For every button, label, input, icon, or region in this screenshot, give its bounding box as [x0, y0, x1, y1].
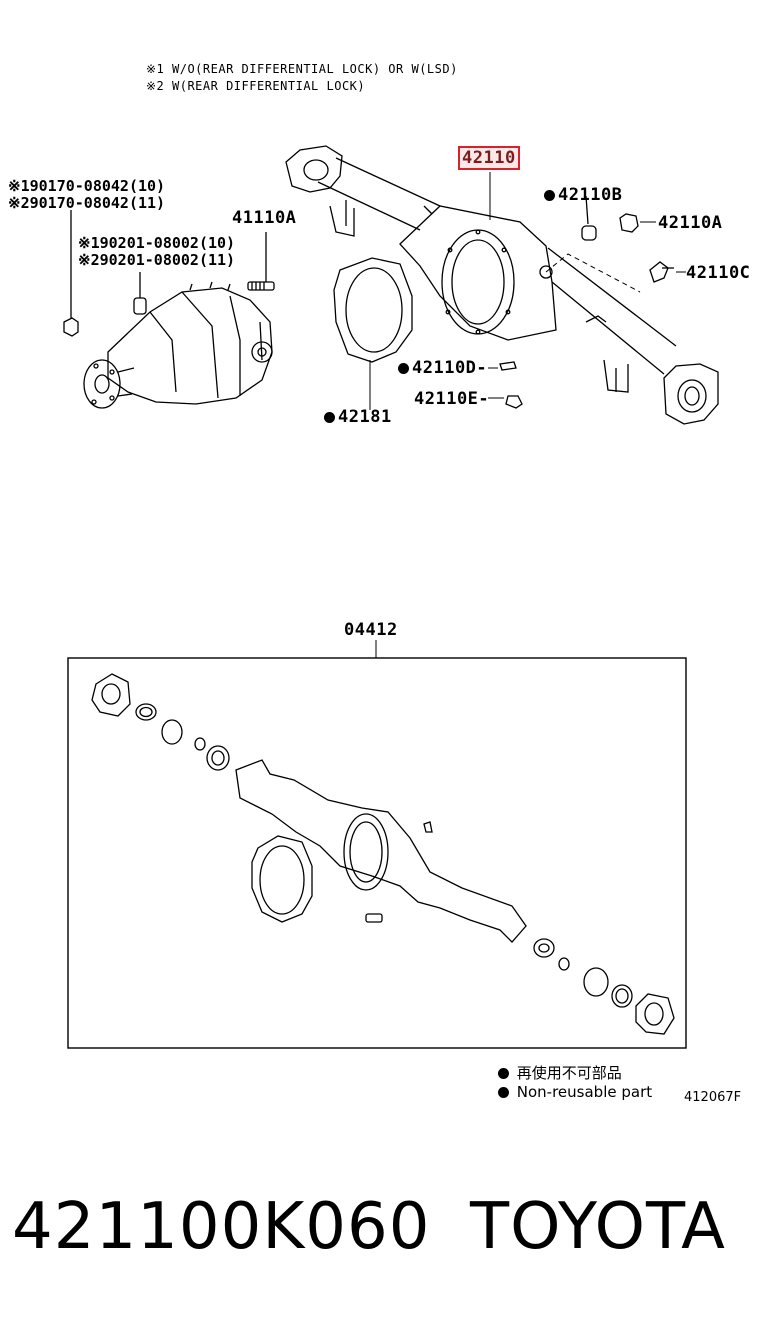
leader-lines — [369, 172, 686, 410]
non-reusable-dot-icon — [498, 1087, 509, 1098]
callout-gasket: 42181 — [324, 407, 392, 427]
stud-drawing — [247, 232, 275, 291]
callout-bolt-1: ※190170-08042(10) — [8, 177, 166, 195]
legend-english: Non-reusable part — [498, 1083, 652, 1101]
callout-housing: 42110 — [458, 146, 520, 170]
washer-drawing — [133, 272, 147, 315]
bolt-drawing — [63, 210, 79, 337]
callout-42110e: 42110E- — [414, 389, 490, 409]
part-number: 421100K060 — [12, 1190, 431, 1264]
non-reusable-dot-icon — [498, 1068, 509, 1079]
callout-washer-1: ※190201-08002(10) — [78, 234, 236, 252]
callout-stud: 41110A — [232, 208, 297, 228]
note-1: ※1 W/O(REAR DIFFERENTIAL LOCK) OR W(LSD) — [146, 62, 458, 76]
gasket-drawing — [333, 257, 413, 363]
brand: TOYOTA — [470, 1190, 726, 1264]
non-reusable-dot-icon — [544, 190, 555, 201]
non-reusable-dot-icon — [398, 363, 409, 374]
kit-box — [67, 657, 687, 1049]
kit-contents-drawing — [91, 673, 675, 1035]
non-reusable-dot-icon — [324, 412, 335, 423]
legend-japanese: 再使用不可部品 — [498, 1062, 622, 1083]
small-parts-drawing — [499, 195, 674, 409]
note-2: ※2 W(REAR DIFFERENTIAL LOCK) — [146, 79, 366, 93]
callout-kit: 04412 — [344, 620, 398, 640]
callout-42110d: 42110D- — [398, 358, 487, 378]
highlighted-part-number: 42110 — [458, 146, 520, 170]
callout-42110c: 42110C — [686, 263, 751, 283]
callout-42110b: 42110B — [544, 185, 622, 205]
illustration-code: 412067F — [684, 1090, 742, 1105]
differential-carrier-drawing — [83, 281, 273, 409]
callout-bolt-2: ※290170-08042(11) — [8, 194, 166, 212]
callout-42110a: 42110A — [658, 213, 723, 233]
callout-washer-2: ※290201-08002(11) — [78, 251, 236, 269]
axle-housing-drawing — [285, 145, 719, 425]
